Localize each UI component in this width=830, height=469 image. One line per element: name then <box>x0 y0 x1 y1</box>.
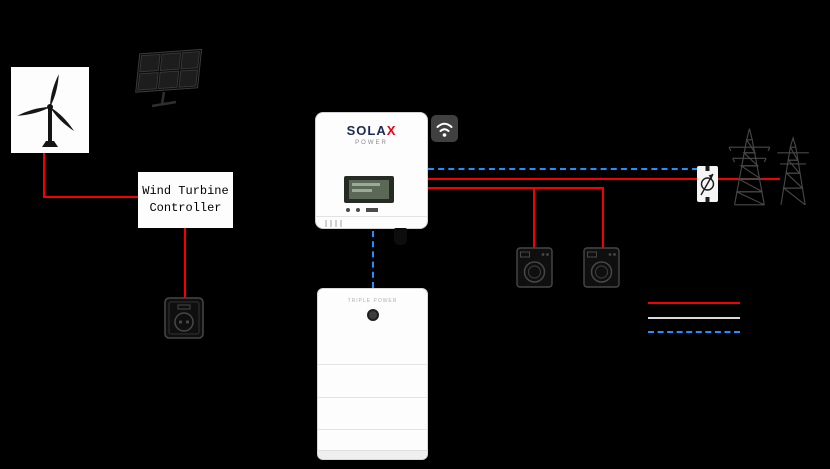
solax-inverter: SOLAX POWER <box>315 112 428 229</box>
legend-communication-line <box>648 331 740 333</box>
appliance-icon <box>516 247 553 288</box>
wire-load1-drop <box>533 187 535 248</box>
grid-meter-icon <box>697 166 718 202</box>
battery-brand: TRIPLE POWER <box>347 298 398 304</box>
inverter-buttons <box>346 208 378 212</box>
logo-text: SOLA <box>346 123 387 138</box>
inverter-button-icon <box>346 208 350 212</box>
battery-stack: TRIPLE POWER <box>317 288 428 460</box>
wind-turbine-graphic <box>17 74 75 147</box>
controller-label-line1: Wind Turbine <box>142 184 229 198</box>
inverter-seam <box>316 216 427 217</box>
legend-ac-line <box>648 302 740 304</box>
solax-logo: SOLAX POWER <box>316 124 427 150</box>
solar-panel-icon <box>126 46 206 110</box>
wire-turbine-to-controller <box>43 196 139 198</box>
battery-indicator-icon <box>366 309 379 321</box>
battery-base <box>318 450 427 459</box>
logo-sub: POWER <box>355 140 388 146</box>
wire-turbine-down <box>43 152 45 198</box>
inverter-vents <box>325 220 342 227</box>
inverter-button-icon <box>356 208 360 212</box>
appliance-icon <box>583 247 620 288</box>
socket-icon <box>164 297 204 339</box>
comm-inverter-to-meter <box>428 168 698 170</box>
controller-label-line2: Controller <box>149 201 222 215</box>
battery-module-seam <box>318 397 427 398</box>
wire-inverter-to-loads <box>428 187 604 189</box>
wind-turbine-icon <box>11 67 89 153</box>
legend-neutral-line <box>648 317 740 319</box>
battery-module-seam <box>318 364 427 365</box>
inverter-label-strip <box>366 208 378 212</box>
wifi-icon <box>431 115 458 142</box>
battery-module-seam <box>318 429 427 430</box>
inverter-lcd-screen <box>344 176 394 203</box>
wire-load2-drop <box>602 187 604 248</box>
comm-inverter-to-battery <box>372 231 374 288</box>
wire-inverter-to-grid <box>428 178 780 180</box>
power-grid-towers-icon <box>716 117 820 209</box>
wire-controller-to-socket <box>184 228 186 298</box>
wind-turbine-controller-box: Wind Turbine Controller <box>138 172 233 228</box>
inverter-connector <box>394 228 407 245</box>
logo-x: X <box>386 123 397 138</box>
